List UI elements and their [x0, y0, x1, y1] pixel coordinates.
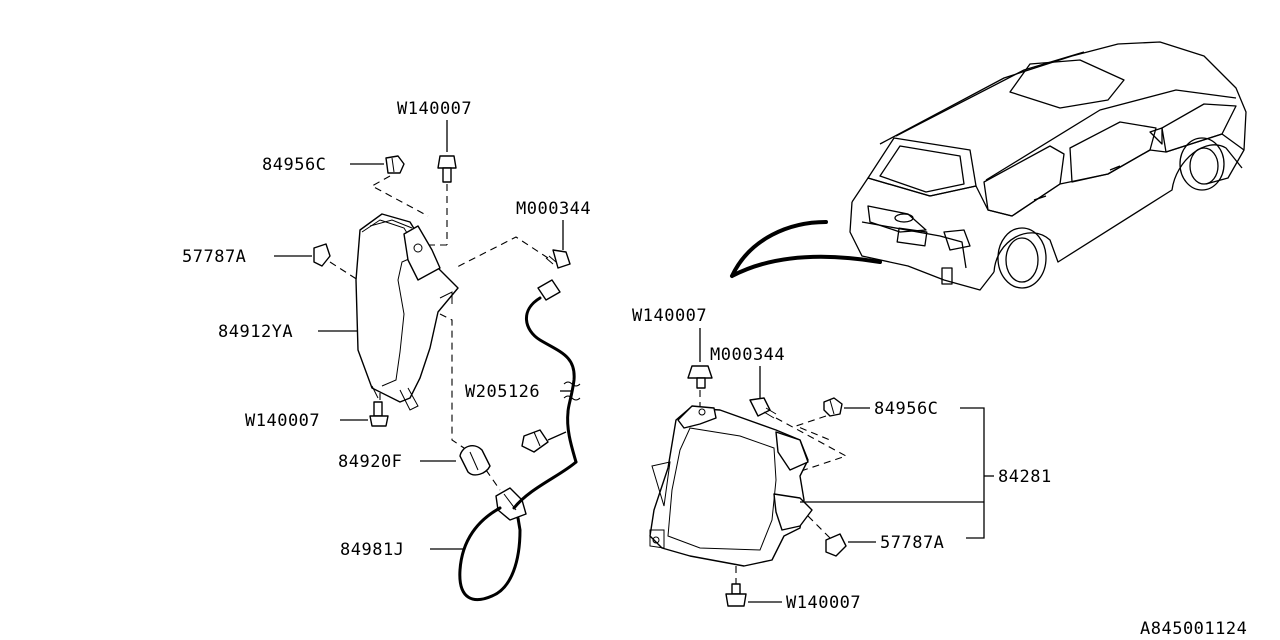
part-label-57787a-right: 57787A	[880, 533, 944, 553]
clip-icon	[825, 533, 847, 557]
screw-icon	[725, 583, 747, 607]
bulb-icon	[459, 445, 491, 476]
clip-icon	[521, 429, 549, 453]
dashed-guide	[370, 175, 429, 217]
part-label-w205126: W205126	[465, 382, 540, 402]
part-label-84956c-right: 84956C	[874, 399, 938, 419]
part-label-84956c-left: 84956C	[262, 155, 326, 175]
wire-harness-upper	[525, 296, 576, 414]
part-label-w140007-bottom: W140007	[786, 593, 861, 613]
screw-icon	[437, 155, 457, 183]
part-label-w140007-mid: W140007	[632, 306, 707, 326]
break-mark	[563, 395, 581, 401]
part-label-57787a-left: 57787A	[182, 247, 246, 267]
part-label-84912ya: 84912YA	[218, 322, 293, 342]
screw-icon	[687, 365, 713, 389]
dashed-guide	[807, 515, 831, 539]
part-label-w140007-top: W140007	[397, 99, 472, 119]
assembly-bracket	[960, 407, 985, 539]
dashed-guide	[775, 417, 848, 473]
callout-curve	[730, 220, 882, 278]
lamp-icon	[649, 405, 813, 567]
wire-harness-lower	[512, 460, 578, 510]
clip-wire	[547, 431, 567, 441]
bolt-icon	[545, 249, 571, 269]
dashed-guide	[454, 236, 549, 269]
dashed-guide	[329, 261, 359, 281]
part-label-84920f: 84920F	[338, 452, 402, 472]
part-label-w140007-left: W140007	[245, 411, 320, 431]
part-label-84981j: 84981J	[340, 540, 404, 560]
part-label-m000344-mid: M000344	[710, 345, 785, 365]
bolt-icon	[749, 397, 777, 419]
screw-icon	[369, 401, 389, 427]
socket-icon	[495, 487, 527, 521]
clip-icon	[313, 243, 331, 267]
socket-icon	[537, 279, 561, 301]
dashed-guide	[794, 415, 831, 441]
wire-harness-mid	[566, 410, 578, 464]
part-label-m000344-top: M000344	[516, 199, 591, 219]
dashed-guide	[485, 469, 501, 491]
nut-icon	[823, 397, 843, 417]
diagram-id: A845001124	[1140, 619, 1247, 639]
car-icon	[849, 41, 1247, 291]
break-mark	[563, 381, 581, 387]
wire-loop	[458, 506, 522, 601]
nut-icon	[385, 155, 405, 174]
part-label-84281: 84281	[998, 467, 1052, 487]
lamp-icon	[355, 213, 459, 411]
dashed-guide	[439, 313, 471, 453]
